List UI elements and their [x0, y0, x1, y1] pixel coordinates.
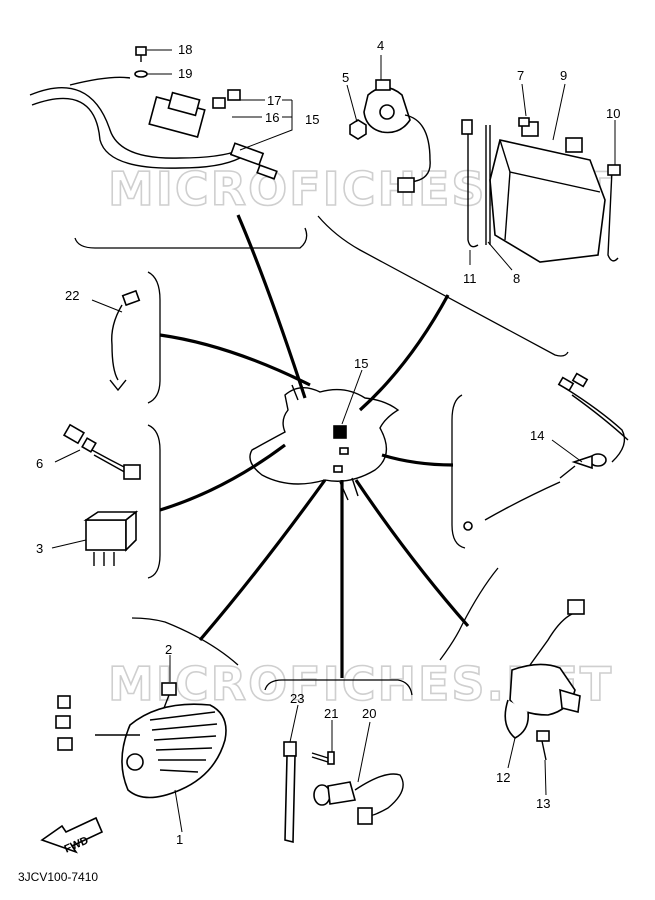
switch-20-icon [313, 773, 404, 825]
frame-connector-icon [333, 465, 343, 473]
callout-10: 10 [606, 106, 620, 121]
diagram-code: 3JCV100-7410 [18, 870, 99, 884]
fuse-icon [212, 97, 226, 109]
callout-17: 17 [267, 93, 281, 108]
callout-15-top: 15 [305, 112, 319, 127]
callout-1: 1 [176, 832, 183, 847]
switch-4-icon [363, 79, 431, 193]
callout-16: 16 [265, 110, 279, 125]
callout-18: 18 [178, 42, 192, 57]
washer-19-icon [134, 70, 148, 78]
connector-1c-icon [57, 737, 73, 751]
cable-tie-23-icon [283, 741, 297, 844]
sensor-14-icon [463, 372, 629, 531]
bracket-left-22 [147, 271, 161, 404]
nut-5-icon [349, 119, 367, 140]
battery-lead-11-icon [461, 119, 479, 248]
bracket-right-14 [451, 394, 466, 549]
bracket-top-left [74, 227, 308, 249]
fwd-arrow-icon: FWD [40, 816, 104, 856]
battery-lead-10-icon [607, 164, 621, 262]
bracket-bottom-right [439, 567, 499, 661]
callout-7: 7 [517, 68, 524, 83]
callout-9: 9 [560, 68, 567, 83]
frame-connector-icon [339, 447, 349, 455]
callout-11: 11 [463, 271, 477, 286]
relay-3-icon [83, 510, 139, 566]
bolt-21-icon [311, 751, 335, 765]
screw-18-icon [135, 46, 147, 62]
frame-relay-15-icon [333, 425, 347, 439]
callout-14: 14 [530, 428, 544, 443]
assembly-leaders [159, 214, 470, 678]
fuse-box-icon [148, 91, 206, 138]
neutral-switch-22-icon [109, 289, 141, 392]
connector-1a-icon [57, 695, 71, 709]
bracket-bottom-mid [264, 679, 413, 696]
unit-1-icon [95, 703, 227, 799]
frame-outline [249, 379, 400, 501]
callout-4: 4 [377, 38, 384, 53]
bracket-left-6-3 [147, 424, 161, 579]
callout-12: 12 [496, 770, 510, 785]
screw-2-icon [161, 682, 177, 709]
terminal-7-icon [518, 117, 530, 127]
callout-leaders [51, 49, 616, 833]
callout-21: 21 [324, 706, 338, 721]
callout-5: 5 [342, 70, 349, 85]
bolt-13-icon [536, 730, 550, 761]
harness-6-icon [62, 423, 141, 480]
fuse-icon [227, 89, 241, 101]
callout-13: 13 [536, 796, 550, 811]
callout-19: 19 [178, 66, 192, 81]
battery-lead-8-icon [485, 125, 491, 245]
callout-2: 2 [165, 642, 172, 657]
callout-23: 23 [290, 691, 304, 706]
bracket-top-right [317, 215, 569, 357]
bracket-bottom-left [131, 617, 239, 666]
battery-9-icon [489, 121, 606, 263]
callout-8: 8 [513, 271, 520, 286]
callout-3: 3 [36, 541, 43, 556]
callout-15-center: 15 [354, 356, 368, 371]
callout-6: 6 [36, 456, 43, 471]
callout-20: 20 [362, 706, 376, 721]
callout-22: 22 [65, 288, 79, 303]
connector-1b-icon [55, 715, 71, 729]
wire-harness [29, 76, 278, 180]
